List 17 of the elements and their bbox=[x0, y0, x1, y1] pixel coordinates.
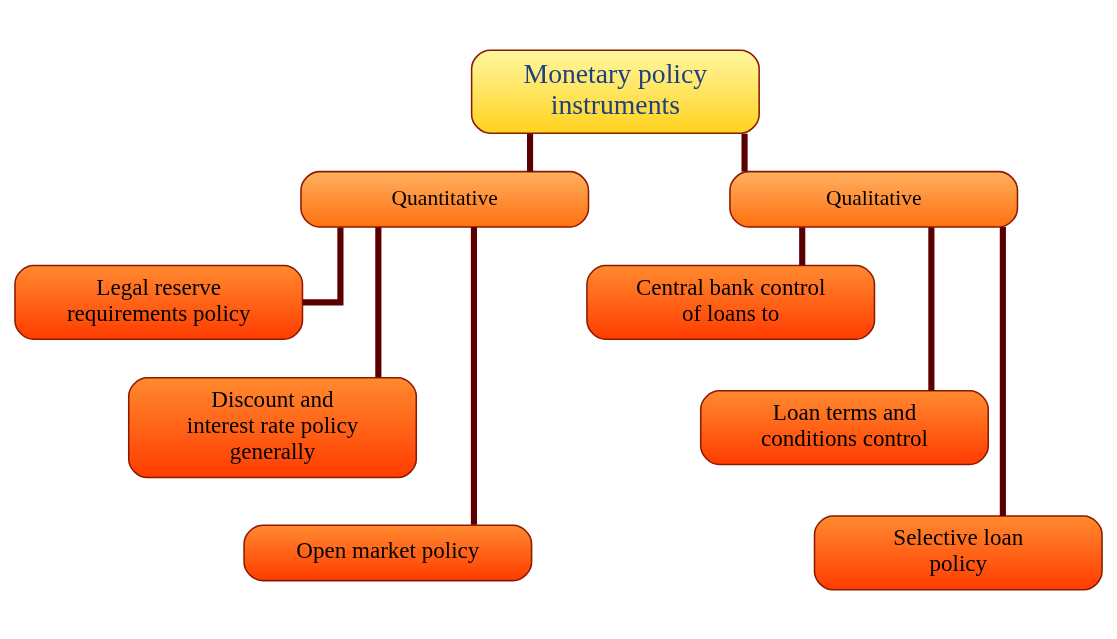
connector bbox=[799, 226, 806, 265]
node-box: Open market policy bbox=[243, 524, 533, 581]
connector bbox=[928, 226, 935, 391]
node-box: Selective loan policy bbox=[813, 514, 1103, 591]
node-box: Quantitative bbox=[300, 170, 590, 228]
node-box: Central bank control of loans to bbox=[586, 264, 876, 340]
connector bbox=[526, 133, 534, 172]
node-box: Loan terms and conditions control bbox=[699, 389, 990, 465]
node-box: Qualitative bbox=[729, 170, 1019, 228]
node-box: Legal reserve requirements policy bbox=[14, 264, 304, 340]
connector bbox=[375, 226, 382, 377]
connector bbox=[999, 226, 1006, 516]
connector bbox=[741, 133, 748, 172]
connector bbox=[302, 226, 344, 305]
node-box: Monetary policy instruments bbox=[470, 48, 760, 134]
connector bbox=[470, 226, 477, 525]
node-box: Discount and interest rate policy generally bbox=[127, 376, 418, 478]
